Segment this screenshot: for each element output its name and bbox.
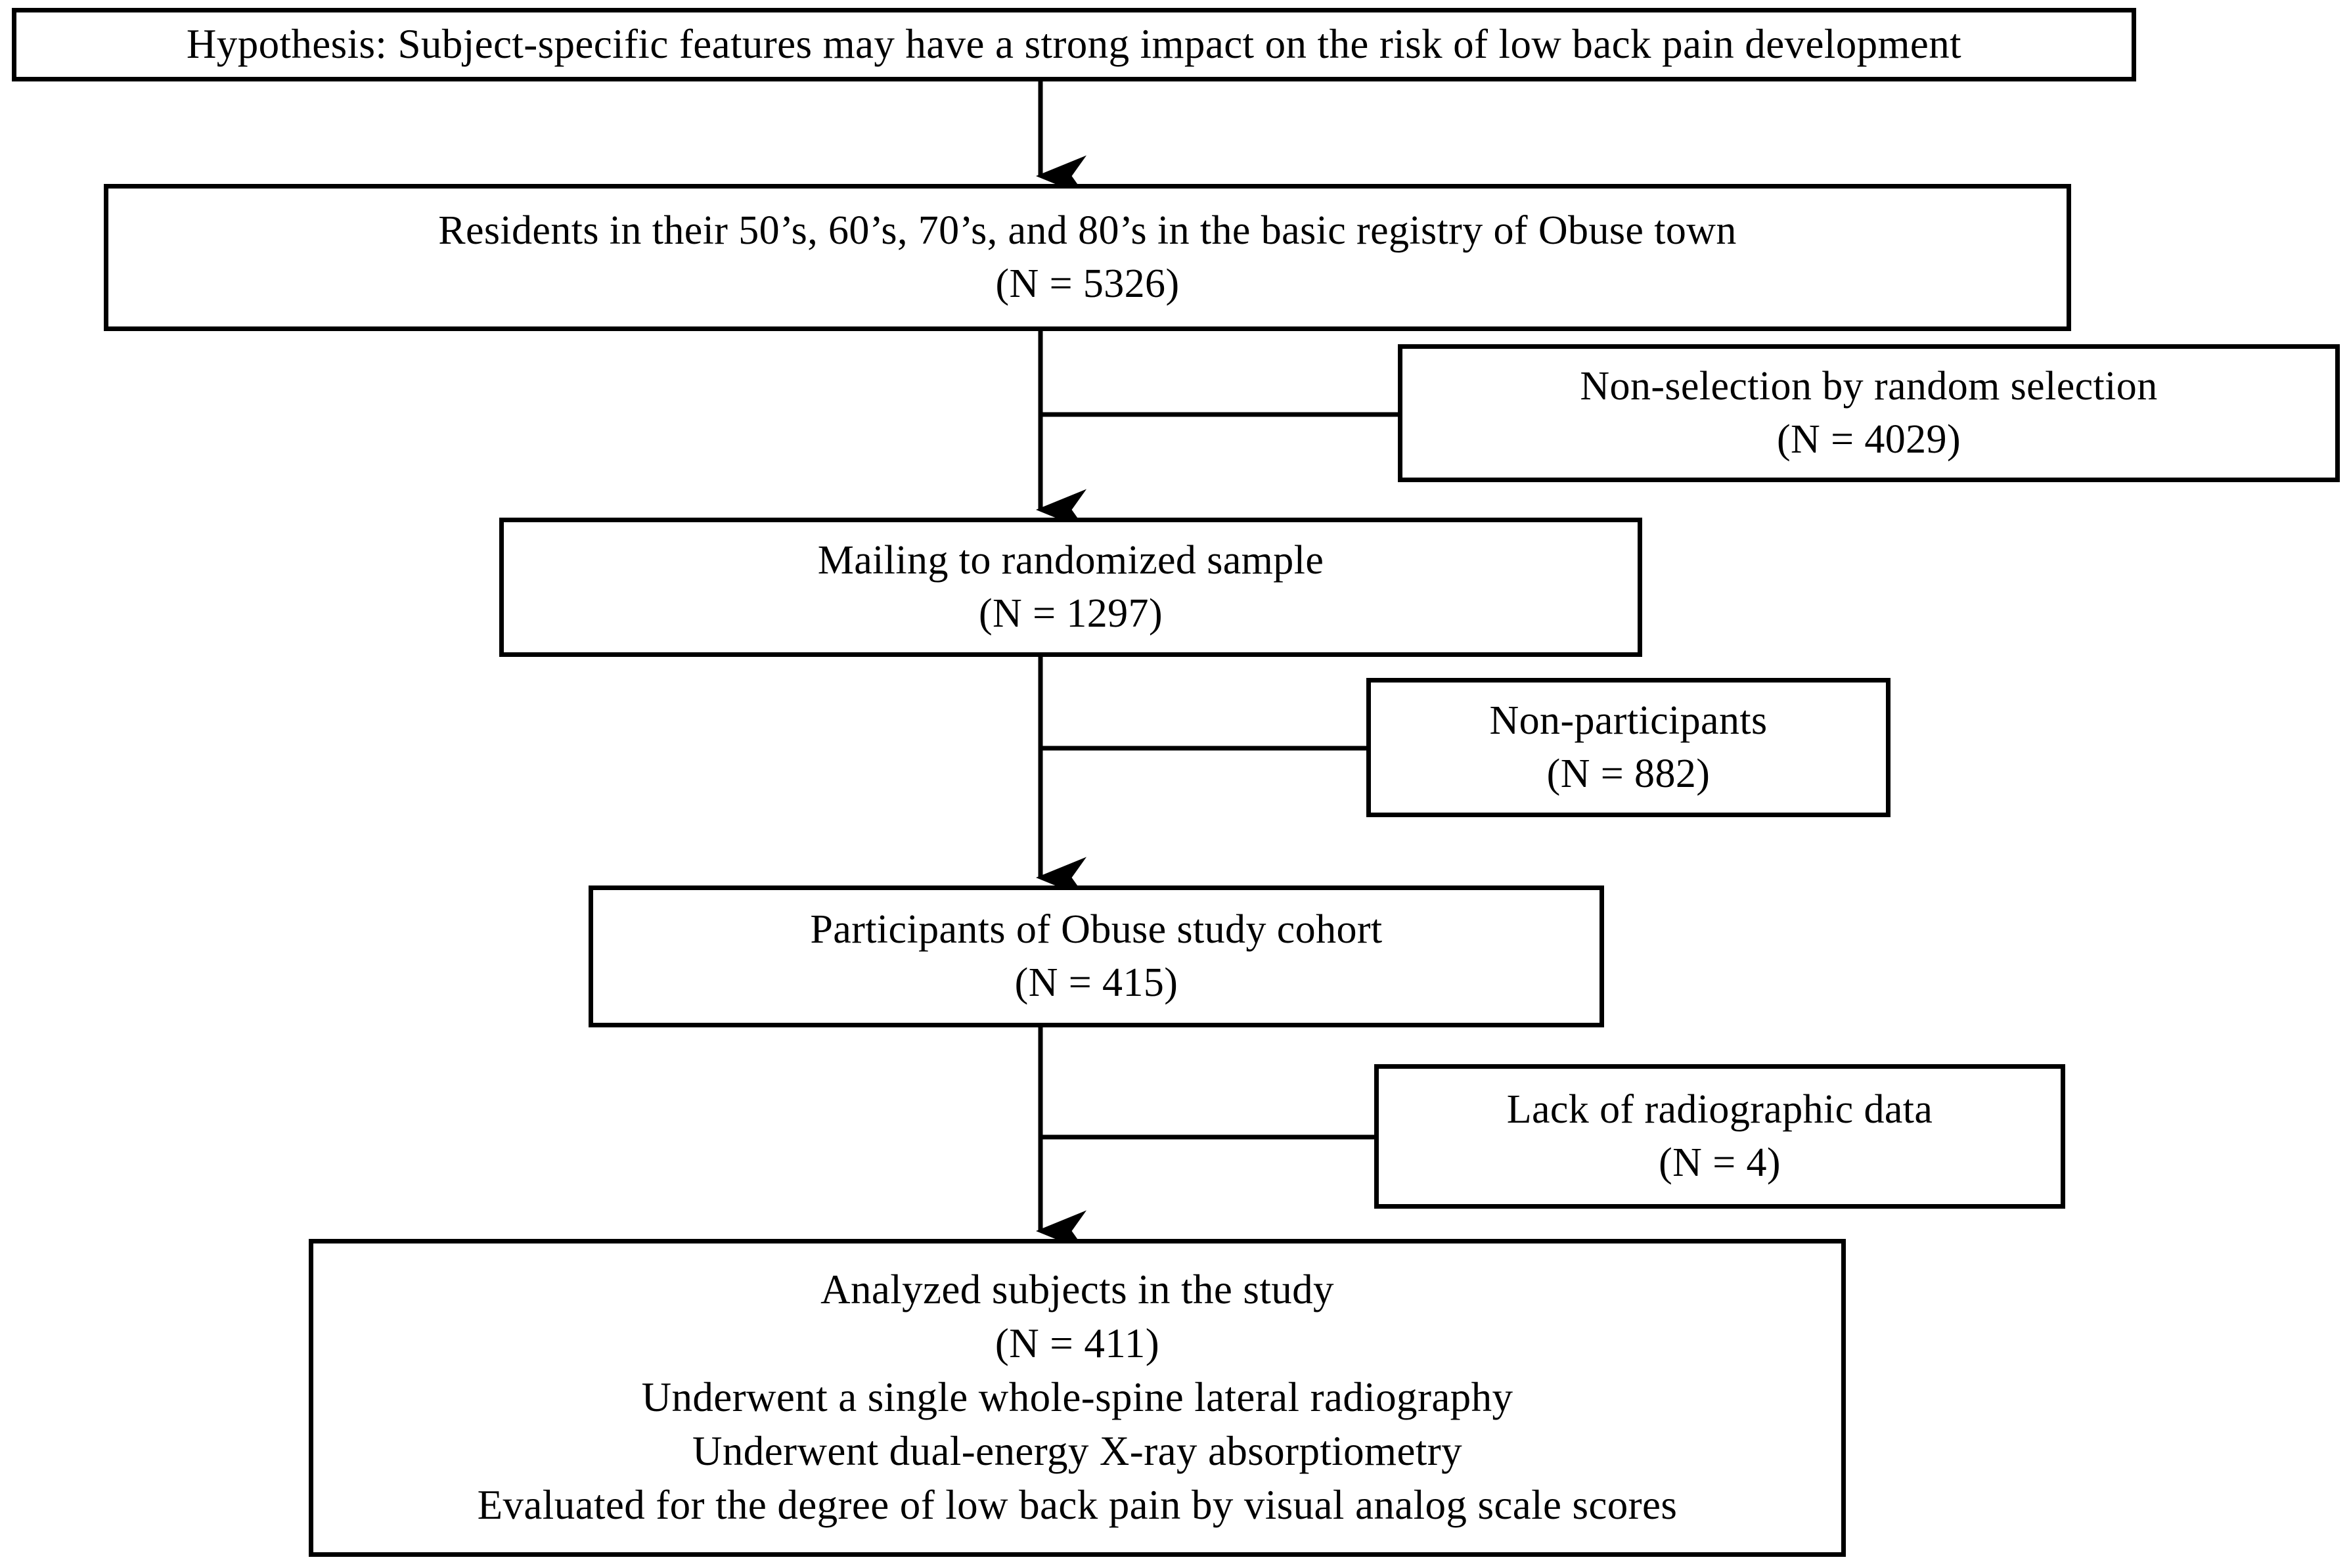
node-analyzed-subjects-count: (N = 411)	[995, 1320, 1160, 1367]
node-residents-count: (N = 5326)	[995, 261, 1180, 306]
node-analyzed-subjects-line-4: Underwent dual-energy X-ray absorptiomet…	[692, 1427, 1462, 1474]
node-analyzed-subjects-line-1: Analyzed subjects in the study	[820, 1266, 1334, 1313]
node-cohort: Participants of Obuse study cohort (N = …	[589, 885, 1604, 1027]
node-analyzed-subjects: Analyzed subjects in the study (N = 411)…	[309, 1239, 1846, 1557]
node-non-selection-line-1: Non-selection by random selection	[1580, 364, 2158, 409]
node-analyzed-subjects-line-5: Evaluated for the degree of low back pai…	[477, 1481, 1678, 1528]
node-analyzed-subjects-line-3: Underwent a single whole-spine lateral r…	[641, 1374, 1513, 1421]
node-residents-line-1: Residents in their 50’s, 60’s, 70’s, and…	[438, 208, 1737, 254]
node-mailing: Mailing to randomized sample (N = 1297)	[499, 518, 1642, 657]
node-non-participants-line-1: Non-participants	[1489, 698, 1768, 744]
node-mailing-line-1: Mailing to randomized sample	[817, 538, 1324, 583]
node-lack-radiographic-data-line-1: Lack of radiographic data	[1506, 1087, 1933, 1132]
node-mailing-count: (N = 1297)	[978, 591, 1163, 636]
node-cohort-line-1: Participants of Obuse study cohort	[810, 907, 1383, 952]
node-hypothesis: Hypothesis: Subject-specific features ma…	[12, 8, 2136, 81]
node-cohort-count: (N = 415)	[1014, 960, 1178, 1005]
node-non-participants-count: (N = 882)	[1546, 751, 1711, 796]
node-hypothesis-line-1: Hypothesis: Subject-specific features ma…	[186, 21, 1962, 68]
node-lack-radiographic-data: Lack of radiographic data (N = 4)	[1374, 1064, 2065, 1209]
node-non-selection-count: (N = 4029)	[1776, 417, 1961, 462]
node-non-participants: Non-participants (N = 882)	[1366, 678, 1890, 817]
node-lack-radiographic-data-count: (N = 4)	[1659, 1140, 1781, 1185]
node-residents: Residents in their 50’s, 60’s, 70’s, and…	[104, 184, 2071, 331]
node-non-selection: Non-selection by random selection (N = 4…	[1398, 344, 2340, 482]
